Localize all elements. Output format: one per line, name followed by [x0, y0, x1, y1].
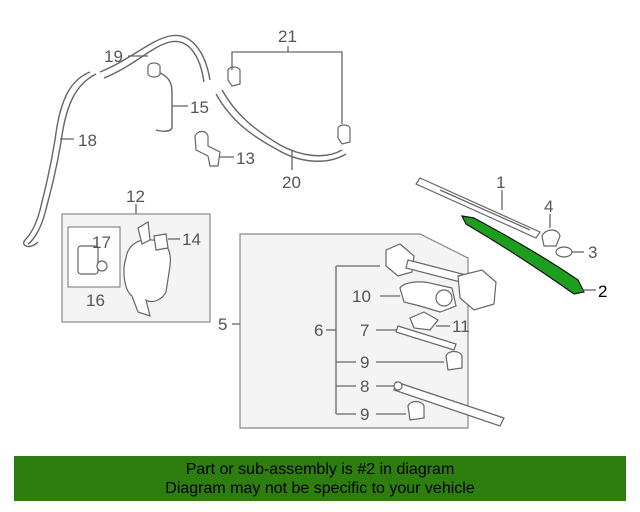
washer-hose-15	[147, 62, 173, 133]
callout-13: 13	[236, 149, 255, 168]
washer-tank	[123, 221, 171, 317]
callout-6: 6	[314, 321, 323, 340]
callout-8: 8	[360, 377, 369, 396]
callout-1: 1	[496, 173, 505, 192]
leader-21	[231, 51, 343, 124]
callout-19: 19	[104, 47, 123, 66]
callout-10: 10	[352, 287, 371, 306]
callout-17: 17	[92, 233, 111, 252]
wiper-arm-2[interactable]	[460, 215, 585, 295]
banner-line-2: Diagram may not be specific to your vehi…	[165, 479, 475, 497]
rod-8	[393, 381, 505, 427]
washer-hose-18	[23, 71, 97, 248]
cap-9-lower	[407, 400, 425, 421]
callout-9-lower: 9	[360, 405, 369, 424]
washer-hose-20	[215, 89, 347, 162]
callout-15: 15	[190, 98, 209, 117]
callout-12: 12	[126, 187, 145, 206]
washer-hose-19	[99, 34, 211, 83]
nozzles-21	[227, 66, 351, 145]
info-banner: Part or sub-assembly is #2 in diagram Di…	[14, 456, 626, 501]
cap-4	[541, 229, 561, 247]
callout-14: 14	[182, 230, 201, 249]
wiper-blade-1	[415, 177, 541, 239]
rod-7	[395, 325, 457, 351]
callout-20: 20	[282, 173, 301, 192]
wiper-linkage	[385, 243, 497, 311]
callout-5: 5	[218, 315, 227, 334]
callout-4: 4	[544, 197, 553, 216]
callout-7: 7	[360, 321, 369, 340]
washer-pump-17	[77, 245, 108, 275]
callout-18: 18	[78, 131, 97, 150]
nut-3	[555, 246, 573, 258]
callout-9-upper: 9	[360, 353, 369, 372]
cap-9-upper	[445, 350, 463, 371]
callout-21: 21	[278, 27, 297, 46]
joint-13	[194, 130, 221, 167]
wiper-motor-10	[399, 281, 457, 313]
bracket-11	[409, 311, 439, 331]
callout-11: 11	[452, 317, 470, 336]
cap-14	[153, 233, 169, 251]
callout-2: 2	[598, 282, 607, 301]
callout-3: 3	[588, 243, 597, 262]
callout-16: 16	[86, 291, 105, 310]
banner-line-1: Part or sub-assembly is #2 in diagram	[185, 460, 455, 478]
